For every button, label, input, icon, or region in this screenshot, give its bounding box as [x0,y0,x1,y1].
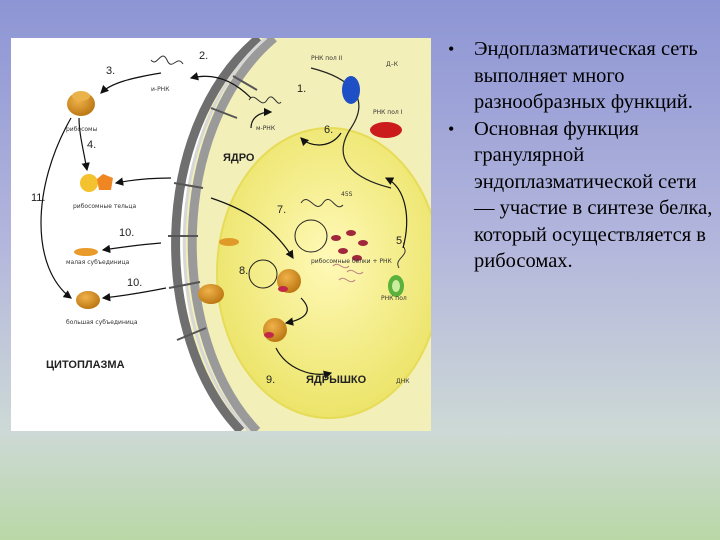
small-subunit-icon [74,248,98,256]
svg-text:1.: 1. [297,83,306,95]
label-cytoplasm: ЦИТОПЛАЗМА [46,359,125,371]
blue-enzyme [342,76,360,104]
nucleolus [217,128,431,418]
bullet-icon: • [448,39,455,59]
label-nucleolus: ЯДРЫШКО [306,374,367,386]
nuclear-pores [168,75,258,341]
svg-text:9.: 9. [266,374,275,386]
svg-text:5.: 5. [396,235,405,247]
svg-text:3.: 3. [106,65,115,77]
nuclear-envelope-outer [171,38,262,431]
svg-text:РНК пол II: РНК пол II [311,55,342,62]
svg-text:малая субъединица: малая субъединица [66,259,130,266]
ribosome-parts-icon [80,174,98,192]
red-enzyme [370,122,402,138]
svg-text:рибосомные белки + РНК: рибосомные белки + РНК [311,258,393,265]
svg-text:8.: 8. [239,265,248,277]
svg-text:и-РНК: и-РНК [151,86,170,93]
svg-text:11.: 11. [31,192,45,204]
svg-text:7.: 7. [277,204,286,216]
label-nucleus: ЯДРО [223,152,255,164]
nuclear-envelope-inner [187,38,277,431]
svg-text:рибосомные тельца: рибосомные тельца [73,203,136,210]
dna-strand [310,67,392,189]
svg-text:рибосомы: рибосомы [66,126,98,133]
bullet-text: Основная функция гранулярной эндоплазмат… [474,117,713,273]
svg-text:10.: 10. [119,227,134,239]
svg-text:м-РНК: м-РНК [256,125,276,132]
svg-text:РНК пол: РНК пол [381,295,407,302]
bullet-item: • Основная функция гранулярной эндоплазм… [446,116,714,275]
svg-text:ДНК: ДНК [396,378,410,385]
svg-text:10.: 10. [127,277,142,289]
svg-text:45S: 45S [341,191,353,198]
large-subunit-icon [76,291,100,309]
svg-text:РНК пол I: РНК пол I [373,109,403,116]
cell-diagram: 2. 3. 1. 4. 6. 7. 8. 5. 9. 10. 10. 11. Я… [11,38,431,431]
svg-text:2.: 2. [199,50,208,62]
svg-text:6.: 6. [324,124,333,136]
bullet-item: • Эндоплазматическая сеть выполняет мног… [446,36,714,116]
bullet-text: Эндоплазматическая сеть выполняет много … [474,38,698,113]
rrna-particles [331,230,368,261]
svg-text:большая субъединица: большая субъединица [66,319,138,326]
bullet-list: • Эндоплазматическая сеть выполняет мног… [446,36,714,275]
svg-text:4.: 4. [87,139,96,151]
text-panel: • Эндоплазматическая сеть выполняет мног… [446,36,714,275]
svg-text:Д–К: Д–К [386,61,399,68]
bullet-icon: • [448,118,455,139]
